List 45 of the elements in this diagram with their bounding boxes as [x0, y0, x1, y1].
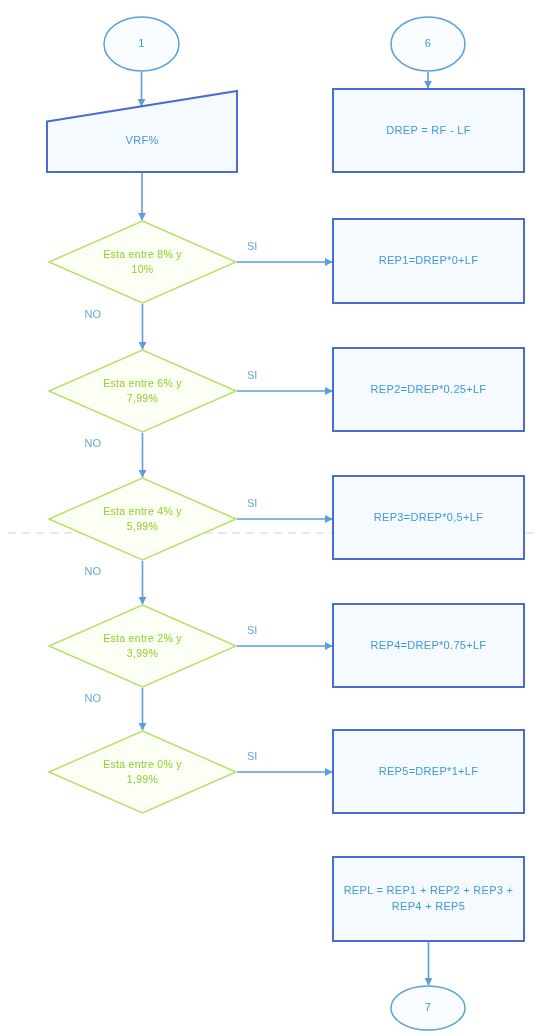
process-text: REP1=DREP*0+LF — [378, 253, 479, 269]
process-text: REP5=DREP*1+LF — [378, 763, 479, 779]
connector-circle — [390, 16, 466, 72]
process-box — [332, 603, 525, 688]
process-box — [332, 88, 525, 173]
connector-number: 7 — [424, 1000, 432, 1016]
process-text: DREP = RF - LF — [386, 122, 471, 138]
arrow — [138, 560, 147, 605]
process-box — [332, 218, 525, 304]
arrow — [424, 71, 432, 89]
arrow — [424, 941, 433, 986]
arrow — [236, 642, 333, 650]
arrow — [138, 303, 147, 350]
arrow — [138, 172, 146, 221]
condition-text: Esta entre 0% y 1,99% — [102, 756, 183, 787]
decision-diamond — [48, 604, 237, 688]
decision-diamond — [48, 220, 237, 304]
connector-number: 6 — [424, 36, 432, 52]
connector-circle — [103, 16, 180, 72]
arrow — [236, 387, 333, 395]
process-box — [332, 729, 525, 814]
decision-diamond — [48, 730, 237, 814]
process-box — [332, 856, 525, 942]
process-text: REPL = REP1 + REP2 + REP3 + REP4 + REP5 — [342, 883, 515, 914]
process-text: REP2=DREP*0.25+LF — [370, 381, 487, 397]
process-text: VRF% — [125, 132, 159, 148]
condition-text: Esta entre 4% y 5,99% — [102, 503, 183, 534]
arrow — [137, 71, 146, 107]
condition-text: Esta entre 8% y 10% — [102, 246, 183, 277]
arrow — [138, 687, 147, 731]
arrow — [236, 258, 333, 266]
process-box — [332, 347, 525, 432]
arrow — [138, 432, 147, 478]
condition-text: Esta entre 2% y 3,99% — [102, 630, 183, 661]
process-text: REP3=DREP*0,5+LF — [373, 509, 484, 525]
process-box — [332, 475, 525, 560]
decision-diamond — [48, 477, 237, 561]
connector-circle — [390, 985, 466, 1031]
arrow — [236, 515, 333, 523]
decision-diamond — [48, 349, 237, 433]
process-text: REP4=DREP*0.75+LF — [370, 637, 487, 653]
condition-text: Esta entre 6% y 7,99% — [102, 375, 183, 406]
arrow — [236, 768, 333, 776]
connector-number: 1 — [138, 36, 145, 52]
manual-input-shape — [46, 90, 238, 173]
